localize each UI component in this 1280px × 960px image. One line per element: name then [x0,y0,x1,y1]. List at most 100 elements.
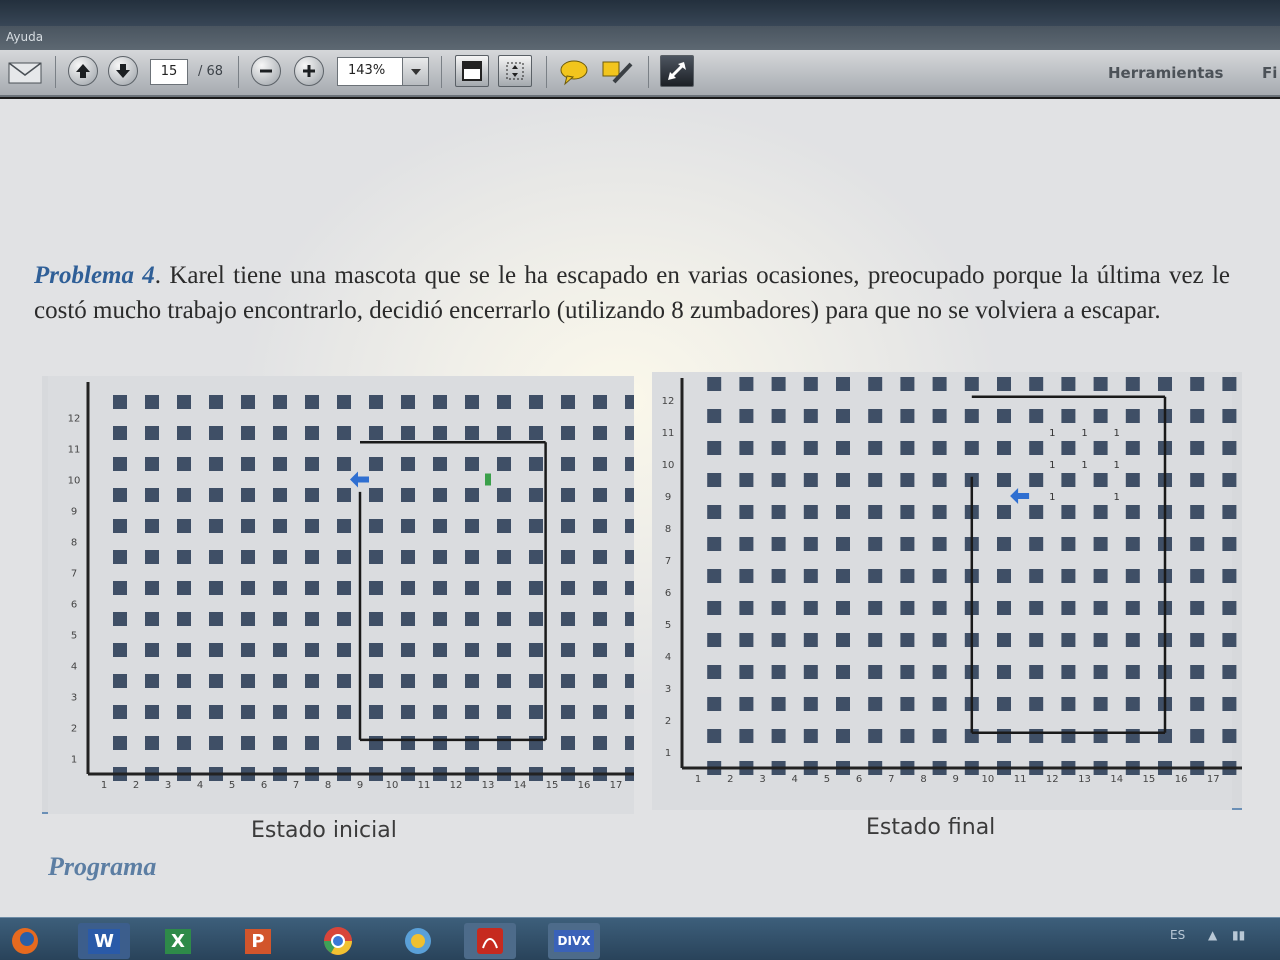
grid-post [1029,537,1044,551]
chevron-down-icon[interactable] [402,58,428,85]
grid-post [273,457,287,471]
grid-post [593,550,607,564]
grid-post [401,674,415,688]
word-taskbar-button[interactable]: W [78,923,130,959]
grid-post [369,519,383,533]
grid-post [433,643,447,657]
grid-post [1061,377,1076,391]
fit-page-button[interactable] [455,55,489,87]
y-axis-label: 6 [665,588,671,599]
acrobat-taskbar-button[interactable] [464,923,516,959]
y-axis-label: 6 [71,600,77,611]
grid-post [561,457,575,471]
grid-post [625,705,634,719]
grid-post [1222,729,1237,743]
grid-post [1222,441,1237,455]
page-number-input[interactable]: 15 [150,59,188,85]
grid-post [836,377,850,391]
grid-post [305,643,319,657]
comment-button[interactable] [558,58,590,86]
grid-post [868,665,883,679]
word-icon: W [88,928,120,954]
grid-post [273,643,287,657]
x-axis-label: 10 [386,780,399,791]
grid-post [997,665,1011,679]
fit-width-button[interactable] [498,55,532,87]
grid-post [145,643,159,657]
grid-post [836,505,850,519]
zoom-select[interactable]: 143% [337,57,429,86]
firefox-taskbar-button[interactable] [0,923,50,959]
y-axis-label: 7 [71,569,77,580]
grid-post [1061,569,1076,583]
grid-post [1190,409,1205,423]
grid-post [836,729,850,743]
grid-post [241,457,255,471]
app-taskbar-button[interactable] [392,923,444,959]
network-icon[interactable]: ▮▮ [1232,928,1246,942]
powerpoint-taskbar-button[interactable]: P [232,923,284,959]
grid-post [707,377,722,391]
grid-post [529,705,543,719]
grid-post [1222,665,1237,679]
highlight-button[interactable] [600,58,634,86]
zoom-out-button[interactable] [251,56,281,86]
grid-post [369,612,383,626]
menu-help[interactable]: Ayuda [6,30,44,44]
grid-post [273,581,287,595]
grid-post [337,488,351,502]
grid-post [241,395,255,409]
fill-sign-link[interactable]: Fi [1262,64,1278,82]
grid-post [1029,377,1044,391]
zoom-in-button[interactable] [294,56,324,86]
speech-bubble-icon [560,60,588,86]
grid-post [771,569,786,583]
divx-taskbar-button[interactable]: DIVX [548,923,600,959]
grid-post [771,441,786,455]
excel-taskbar-button[interactable]: X [152,923,204,959]
grid-post [1093,729,1108,743]
grid-post [1093,441,1108,455]
grid-post [997,473,1011,487]
fit-page-icon [462,61,482,81]
email-button[interactable] [8,62,42,84]
y-axis-label: 5 [71,631,77,642]
y-axis-label: 4 [665,652,671,663]
next-page-button[interactable] [108,56,138,86]
grid-post [241,643,255,657]
grid-post [625,550,634,564]
grid-post [771,505,786,519]
grid-post [1190,441,1205,455]
grid-post [625,612,634,626]
x-axis-label: 9 [357,780,363,791]
grid-post [593,426,607,440]
x-axis-label: 12 [450,780,463,791]
grid-post [401,519,415,533]
grid-post [305,395,319,409]
grid-post [932,729,947,743]
grid-post [145,736,159,750]
grid-post [771,633,786,647]
grid-post [593,488,607,502]
grid-post [1125,505,1140,519]
grid-post [561,705,575,719]
grid-post [209,581,223,595]
grid-post [465,550,479,564]
caption-final: Estado final [866,815,996,840]
tools-link[interactable]: Herramientas [1108,64,1224,82]
y-axis-label: 9 [71,507,77,518]
grid-post [113,581,127,595]
grid-post [401,736,415,750]
y-axis-label: 10 [662,460,675,471]
grid-post [529,395,543,409]
previous-page-button[interactable] [68,56,98,86]
grid-post [900,633,915,647]
chrome-taskbar-button[interactable] [312,923,364,959]
language-indicator[interactable]: ES [1170,928,1186,942]
beeper-count: 1 [1081,428,1087,439]
fullscreen-button[interactable] [660,55,694,87]
grid-post [145,705,159,719]
tray-expand-icon[interactable]: ▲ [1208,928,1218,942]
grid-post [337,612,351,626]
